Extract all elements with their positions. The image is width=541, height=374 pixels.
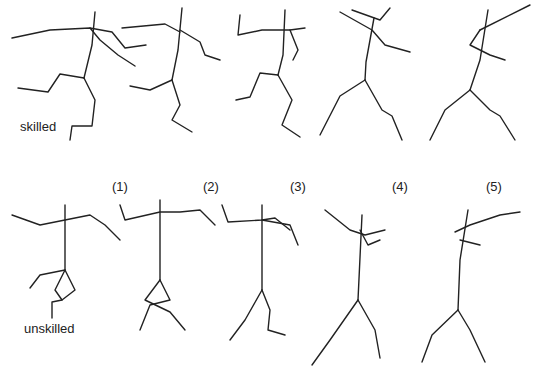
row-label: unskilled <box>24 322 75 336</box>
callout-number: (1) <box>112 180 128 194</box>
row-label: skilled <box>20 120 56 134</box>
callout-number: (2) <box>203 180 219 194</box>
callout-number: (3) <box>290 180 306 194</box>
callout-number: (4) <box>392 180 408 194</box>
callout-number: (5) <box>486 180 502 194</box>
